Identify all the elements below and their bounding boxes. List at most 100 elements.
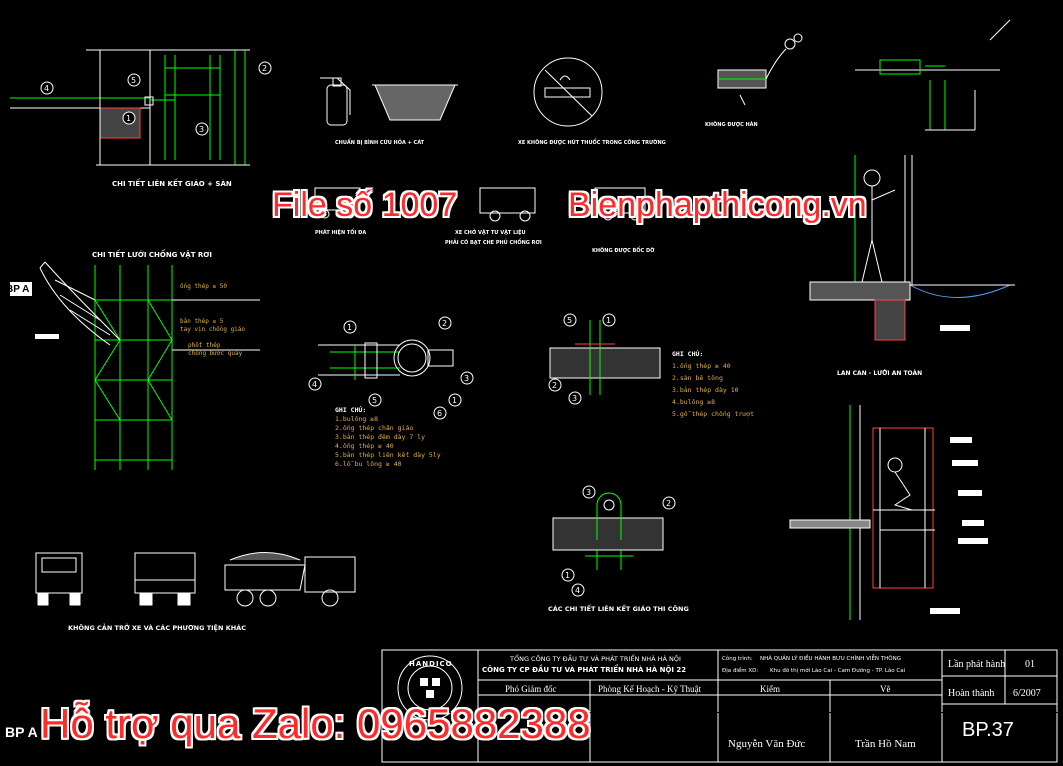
caption-truck-mid: XE CHỞ VẬT TƯ VẬT LIỆU [455, 230, 526, 236]
guard-rail-detail [809, 155, 1015, 341]
scaffold-connection-detail [10, 49, 272, 166]
role-deputy-director: Phó Giám đốc [505, 684, 557, 694]
net-label-3: tay vịn chống giáo [180, 326, 246, 333]
callout-2: 2 [552, 381, 557, 390]
company-line-1: TỔNG CÔNG TY ĐẦU TƯ VÀ PHÁT TRIỂN NHÀ HÀ… [510, 655, 681, 663]
anti-fall-net-tower [94, 265, 260, 470]
worker-in-scaffold-detail [789, 405, 935, 620]
watermark-file-number: File số 1007 [272, 186, 458, 224]
truck-front-icon [35, 552, 83, 606]
caption-truck-right: KHÔNG ĐƯỢC BỐC DỠ [592, 248, 655, 254]
caption-scaffold-connection: CHI TIẾT LIÊN KẾT GIÁO + SÀN [112, 180, 232, 188]
person-drafter: Trần Hồ Nam [855, 738, 916, 750]
trench-detail [855, 19, 1011, 131]
caption-truck-mid2: PHẢI CÓ BẠT CHE PHỦ CHỐNG RƠI [445, 240, 542, 246]
net-label-2: bản thép ≥ 5 [180, 318, 224, 325]
anchor-notes: GHI CHÚ: 1.ống thép ≥ 40 2.sàn bê tông 3… [672, 348, 754, 420]
callout-2: 2 [262, 64, 267, 73]
caption-guard-rail: LAN CAN - LƯỚI AN TOÀN [837, 370, 923, 377]
note-line: 3.bản thép dày 10 [672, 386, 739, 394]
note-line: 1.bulông ≥8 [335, 415, 379, 423]
note-line: 5.bản thép liên kết dày 5ly [335, 451, 441, 459]
clamp-notes: GHI CHÚ: 1.bulông ≥8 2.ống thép chân giá… [335, 406, 441, 469]
net-label-1: ống thép ≥ 50 [180, 283, 227, 290]
issue-label: Lần phát hành [948, 659, 1006, 670]
side-tag-boxes [930, 325, 988, 614]
caption-scaffold-details: CÁC CHI TIẾT LIÊN KẾT GIÁO THI CÔNG [548, 605, 689, 613]
notes-title: GHI CHÚ: [335, 406, 367, 414]
net-tag-boxes [10, 282, 59, 339]
u-bolt-detail [552, 485, 676, 597]
callout-3: 3 [199, 125, 204, 134]
notes-title: GHI CHÚ: [672, 350, 704, 358]
person-checker: Nguyễn Văn Đức [728, 738, 806, 750]
net-icon [39, 261, 121, 346]
note-line: 2.sàn bê tông [672, 374, 723, 382]
logo-emblem [420, 678, 440, 698]
project-label: Công trình: [722, 656, 753, 662]
caption-anti-fall-net: CHI TIẾT LƯỚI CHỐNG VẬT RƠI [92, 251, 213, 259]
callout-5: 5 [131, 76, 136, 85]
callout-1: 1 [347, 323, 352, 332]
callout-2: 2 [442, 319, 447, 328]
company-line-2: CÔNG TY CP ĐẦU TƯ VÀ PHÁT TRIỂN NHÀ HÀ N… [482, 666, 687, 674]
callout-6: 6 [437, 409, 442, 418]
role-check: Kiểm [760, 684, 780, 694]
callout-4: 4 [312, 380, 317, 389]
note-line: 6.lỗ bu lông ≥ 40 [335, 460, 402, 468]
location-value: Khu đô thị mới Lào Cai - Cam Đường - TP.… [770, 668, 906, 674]
note-line: 5.gỗ thép chống trượt [672, 410, 755, 418]
fire-extinguisher-icon [320, 77, 351, 126]
side-label-top: BP A [6, 284, 30, 295]
title-block-frame [381, 649, 1058, 763]
logo-text: HANDICO [409, 660, 453, 668]
sand-bin-icon [372, 84, 458, 121]
caption-truck-left: PHÁT HIỆN TỐI ĐA [315, 230, 367, 236]
done-label: Hoàn thành [948, 688, 995, 699]
callout-3: 3 [464, 374, 469, 383]
no-smoking-sign-icon [533, 57, 603, 127]
note-line: 4.bulông ≥8 [672, 398, 716, 406]
callout-5: 5 [567, 316, 572, 325]
net-label-4: phốt thép [188, 342, 221, 349]
issue-value: 01 [1025, 659, 1035, 670]
callout-3: 3 [586, 488, 591, 497]
caption-welding: KHÔNG ĐƯỢC HÀN [705, 122, 758, 128]
note-line: 3.bản thép đệm dày 7 ly [335, 433, 426, 441]
callout-5: 5 [372, 396, 377, 405]
location-label: Địa điểm XD: [722, 668, 759, 674]
done-value: 6/2007 [1013, 688, 1041, 699]
pipe-clamp-detail [308, 316, 474, 420]
callout-1: 1 [126, 114, 131, 123]
floor-anchor-detail [548, 313, 661, 405]
role-planning-dept: Phòng Kế Hoạch - Kỹ Thuật [598, 684, 702, 694]
truck-top-left-icon [314, 187, 361, 219]
callout-1: 1 [565, 571, 570, 580]
watermark-site: Bienphapthicong.vn [568, 186, 867, 224]
caption-no-smoking: XE KHÔNG ĐƯỢC HÚT THUỐC TRONG CÔNG TRƯỜN… [518, 140, 666, 146]
note-line: 2.ống thép chân giáo [335, 424, 414, 432]
truck-rear-icon [134, 552, 196, 606]
truck-top-right-icon [594, 187, 646, 221]
sheet-number: BP.37 [962, 719, 1014, 741]
welding-icon [717, 33, 803, 106]
role-draw: Vẽ [880, 684, 891, 694]
callout-4: 4 [575, 586, 580, 595]
note-line: 4.ống thép ≥ 40 [335, 442, 394, 450]
dump-truck-icon [224, 552, 356, 607]
truck-top-mid-icon [479, 187, 536, 222]
callout-4: 4 [44, 84, 49, 93]
side-label-bottom: BP A [5, 724, 38, 740]
net-label-5: chống bước quay [188, 350, 243, 357]
project-name: NHÀ QUẢN LÝ ĐIỀU HÀNH BƯU CHÍNH VIỄN THÔ… [760, 656, 901, 662]
caption-no-block: KHÔNG CẢN TRỞ XE VÀ CÁC PHƯƠNG TIỆN KHÁC [68, 624, 246, 632]
callout-2: 2 [666, 499, 671, 508]
caption-fire-sand: CHUẨN BỊ BÌNH CỨU HỎA + CÁT [335, 140, 425, 146]
watermark-zalo: Hỗ trợ qua Zalo: 0965882388 [40, 700, 591, 747]
callout-3: 3 [572, 394, 577, 403]
callout-1: 1 [452, 396, 457, 405]
callout-1: 1 [606, 316, 611, 325]
note-line: 1.ống thép ≥ 40 [672, 362, 731, 370]
